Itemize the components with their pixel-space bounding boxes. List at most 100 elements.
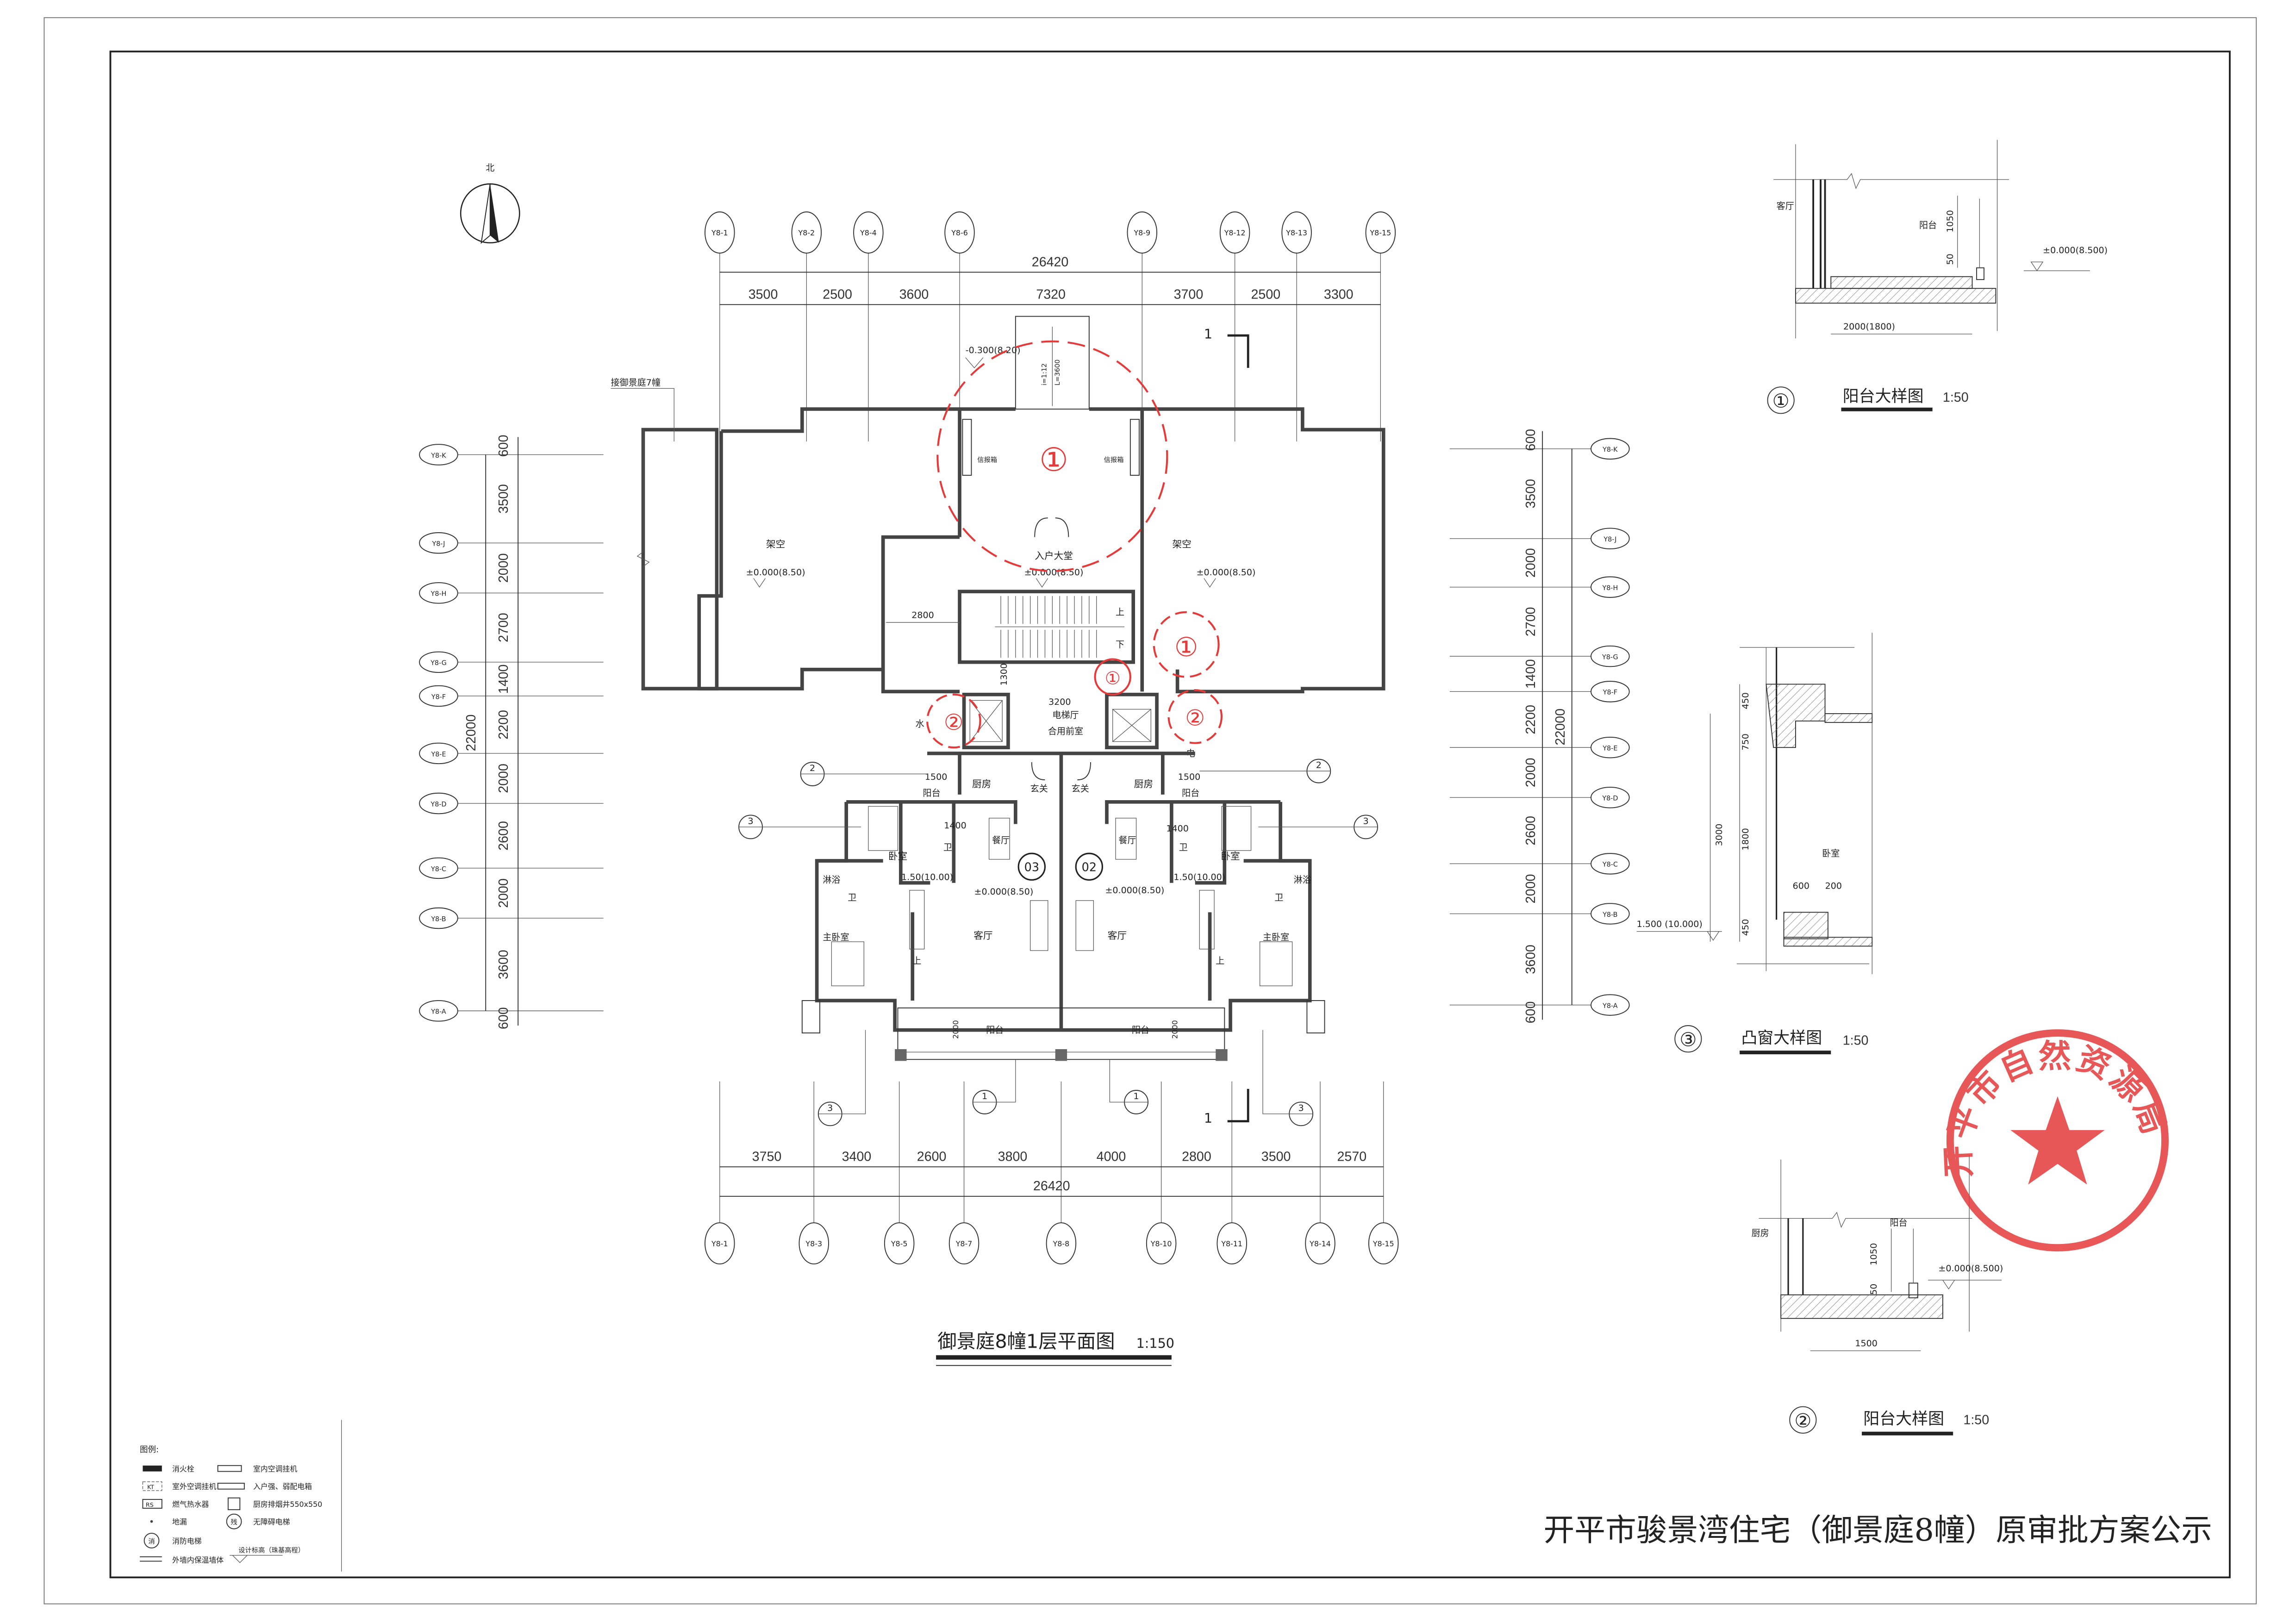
unit-doors[interactable] bbox=[1031, 762, 1091, 781]
dim-1400-left: 1400 bbox=[944, 821, 967, 831]
axis-label: Y8-6 bbox=[951, 229, 968, 237]
red-mark-1-tiny: ① bbox=[1105, 668, 1121, 688]
svg-text:±0.000(8.500): ±0.000(8.500) bbox=[2043, 245, 2108, 255]
dim-3200: 3200 bbox=[1048, 697, 1071, 707]
axis-bubble bbox=[705, 1222, 735, 1265]
shower-label-right: 淋浴 bbox=[1294, 875, 1311, 885]
dimension-label: 4000 bbox=[1097, 1150, 1126, 1164]
axis-bubble bbox=[419, 532, 458, 554]
callout-2-left[interactable]: 2 bbox=[800, 762, 928, 786]
detail-bay-window-3: 450 750 3000 1800 450 卧室 600 200 1.500 (… bbox=[1636, 633, 1873, 1055]
axis-bubble bbox=[1219, 211, 1250, 254]
living-label-right: 客厅 bbox=[1108, 930, 1127, 941]
axis-label: Y8-15 bbox=[1373, 1239, 1394, 1248]
dimension-label: 3600 bbox=[1523, 945, 1538, 974]
svg-text:消火栓: 消火栓 bbox=[172, 1465, 194, 1474]
star-icon bbox=[2010, 1096, 2105, 1185]
axis-bubble bbox=[419, 1000, 458, 1022]
dimension-label: 2200 bbox=[496, 710, 511, 740]
furniture bbox=[831, 806, 1293, 986]
axis-bubble bbox=[1368, 1222, 1399, 1265]
dim-1300: 1300 bbox=[999, 663, 1009, 686]
axis-bubble bbox=[1217, 1222, 1247, 1265]
red-mark-1-large: ① bbox=[1039, 441, 1068, 479]
svg-text:±0.000(8.500): ±0.000(8.500) bbox=[1938, 1263, 2003, 1274]
axis-label: Y8-13 bbox=[1285, 229, 1307, 237]
detail-balcony-2: 厨房 阳台 1050 50 ±0.000(8.500) 1500 ② 阳台大样图… bbox=[1752, 1155, 2003, 1436]
dim-1500-left: 1500 bbox=[925, 772, 948, 782]
svg-text:50: 50 bbox=[1869, 1284, 1879, 1295]
dimension-label: 2500 bbox=[823, 287, 852, 302]
lobby-door[interactable] bbox=[1034, 517, 1069, 537]
axis-label: Y8-12 bbox=[1224, 229, 1246, 237]
callout-3-right[interactable]: 3 bbox=[1258, 815, 1378, 839]
sheet-title: 开平市骏景湾住宅（御景庭8幢）原审批方案公示 bbox=[1544, 1512, 2212, 1548]
plan-scale: 1:150 bbox=[1136, 1335, 1174, 1351]
svg-text:地漏: 地漏 bbox=[172, 1517, 187, 1526]
ramp-level: -0.300(8.20) bbox=[966, 345, 1021, 355]
axis-bubble bbox=[799, 1222, 830, 1265]
svg-text:3: 3 bbox=[827, 1103, 833, 1113]
dimension-label: 7320 bbox=[1036, 287, 1066, 302]
svg-text:室外空调挂机: 室外空调挂机 bbox=[172, 1482, 216, 1491]
callout-2-right[interactable]: 2 bbox=[1199, 759, 1331, 784]
svg-text:1: 1 bbox=[982, 1091, 987, 1101]
svg-text:3: 3 bbox=[748, 816, 753, 827]
entrance-label-left: 玄关 bbox=[1030, 784, 1048, 794]
unit-number-right: 02 bbox=[1082, 860, 1097, 874]
balcony-small-left: 阳台 bbox=[923, 788, 941, 798]
svg-text:阳台: 阳台 bbox=[1919, 220, 1937, 230]
plan-title: 御景庭8幢1层平面图 bbox=[937, 1330, 1115, 1352]
dimension-label: 3600 bbox=[496, 950, 511, 979]
legend: 图例: 消火栓 室内空调挂机 KT 室外空调挂机 入户强、弱配电箱 RS 燃气热… bbox=[140, 1420, 342, 1572]
adjacent-building-label: 接御景庭7幢 bbox=[611, 378, 660, 388]
axis-label: Y8-F bbox=[431, 693, 446, 701]
dimension-label: 2000 bbox=[496, 553, 511, 583]
callout-3-left[interactable]: 3 bbox=[738, 815, 861, 839]
entrance-ramp bbox=[1015, 316, 1090, 410]
axis-label: Y8-1 bbox=[711, 229, 728, 237]
dimension-label: 3500 bbox=[749, 287, 778, 302]
svg-text:卧室: 卧室 bbox=[1822, 848, 1840, 858]
living-level-right: ±0.000(8.50) bbox=[1105, 885, 1164, 895]
right_axes-grid: Y8-KY8-JY8-HY8-GY8-FY8-EY8-DY8-CY8-BY8-A… bbox=[1449, 429, 1630, 1023]
axis-label: Y8-A bbox=[430, 1008, 446, 1016]
axis-bubble bbox=[1591, 903, 1630, 925]
dimension-label: 2700 bbox=[496, 613, 511, 642]
svg-text:残: 残 bbox=[231, 1518, 237, 1526]
detail-3-title: 凸窗大样图 bbox=[1741, 1029, 1822, 1047]
axis-bubble bbox=[853, 211, 884, 254]
axis-label: Y8-9 bbox=[1133, 229, 1150, 237]
axis-bubble bbox=[705, 211, 735, 254]
axis-label: Y8-15 bbox=[1369, 229, 1391, 237]
total-dimension: 26420 bbox=[1032, 255, 1069, 270]
svg-text:厨房排烟井550x550: 厨房排烟井550x550 bbox=[253, 1500, 322, 1509]
elevator-right bbox=[1105, 692, 1159, 750]
callout-3-bottom-right[interactable]: 3 bbox=[1262, 1030, 1314, 1126]
axis-bubble bbox=[1591, 438, 1630, 460]
living-level-left: ±0.000(8.50) bbox=[974, 887, 1033, 897]
detail-2-title: 阳台大样图 bbox=[1863, 1410, 1944, 1429]
svg-text:厨房: 厨房 bbox=[1752, 1228, 1769, 1238]
axis-bubble bbox=[1591, 787, 1630, 808]
svg-text:600: 600 bbox=[1793, 881, 1809, 891]
svg-text:1:50: 1:50 bbox=[1963, 1413, 1989, 1428]
svg-text:1:50: 1:50 bbox=[1943, 390, 1969, 405]
svg-text:设计标高（珠基高程）: 设计标高（珠基高程） bbox=[238, 1546, 305, 1554]
dimension-label: 1400 bbox=[1523, 659, 1538, 689]
stilt-label-right: 架空 bbox=[1172, 539, 1191, 550]
callout-1-bottom-right[interactable]: 1 bbox=[1109, 1059, 1148, 1114]
svg-text:1:50: 1:50 bbox=[1843, 1033, 1869, 1048]
dimension-label: 2000 bbox=[1523, 758, 1538, 787]
dimension-label: 3600 bbox=[899, 287, 929, 302]
axis-label: Y8-8 bbox=[1053, 1239, 1070, 1248]
stair-up-left: 上 bbox=[912, 956, 921, 966]
anteroom-label: 合用前室 bbox=[1048, 727, 1083, 737]
elevator-left bbox=[962, 692, 1010, 750]
axis-bubble bbox=[419, 651, 458, 673]
axis-label: Y8-G bbox=[1602, 653, 1618, 661]
callout-3-bottom-left[interactable]: 3 bbox=[817, 1030, 866, 1126]
callout-1-bottom-left[interactable]: 1 bbox=[972, 1059, 1016, 1114]
